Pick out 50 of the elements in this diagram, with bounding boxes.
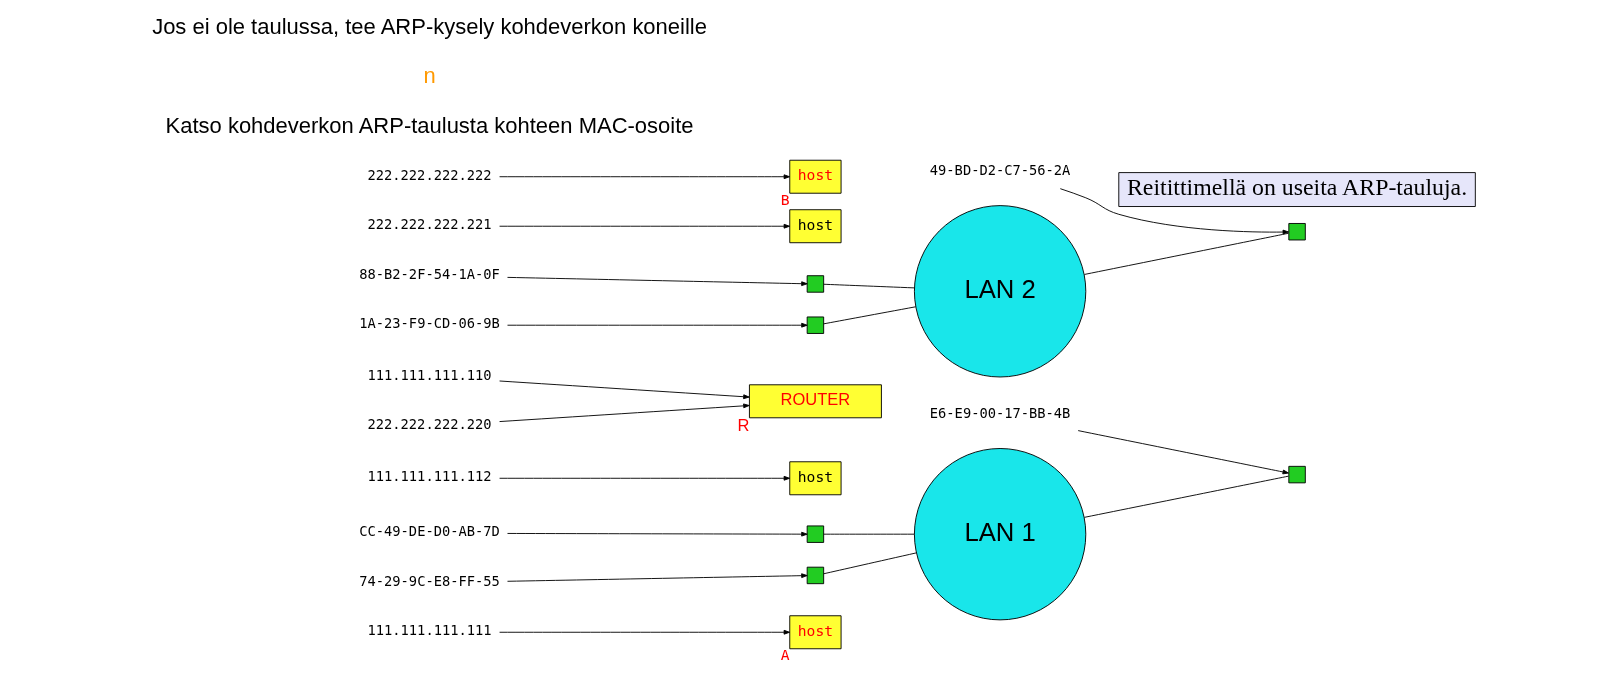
- node-label: B: [780, 190, 790, 208]
- node-text: 1A-23-F9-CD-06-9B: [359, 315, 500, 332]
- arrow: [507, 276, 808, 287]
- arrow: [499, 403, 750, 423]
- node-text: 222.222.222.221: [367, 216, 492, 233]
- arrow: [499, 174, 791, 180]
- node-box: [806, 525, 825, 543]
- node-box: host: [789, 159, 842, 194]
- arrow: [507, 573, 808, 582]
- label: Katso kohdeverkon ARP-taulusta kohteen MAC-osoite: [165, 112, 694, 138]
- connector: [1083, 232, 1289, 275]
- connector: [823, 306, 917, 325]
- node-text: 111.111.111.111: [367, 622, 492, 639]
- node-label: R: [737, 415, 750, 434]
- label: Jos ei ole taulussa, tee ARP-kysely kohdeverkon koneille: [152, 13, 707, 39]
- arrow: [507, 322, 808, 328]
- node-text: 222.222.222.222: [367, 166, 492, 183]
- arrow: [499, 380, 750, 400]
- node-box: host: [789, 615, 842, 650]
- label: n: [423, 63, 436, 89]
- node-text: 222.222.222.220: [367, 416, 492, 433]
- node-text: 111.111.111.110: [367, 366, 492, 383]
- node-box: host: [789, 461, 842, 496]
- node-text: 74-29-9C-E8-FF-55: [359, 572, 500, 589]
- connector: [1083, 475, 1289, 518]
- node-box: [806, 316, 825, 334]
- arrow: [1077, 430, 1289, 475]
- node-text: 111.111.111.112: [367, 468, 492, 485]
- node-circle: LAN 1: [913, 448, 1087, 621]
- node-box: [1288, 465, 1306, 484]
- node-circle: LAN 2: [913, 205, 1087, 378]
- node-label: A: [780, 646, 790, 664]
- node-text: 88-B2-2F-54-1A-0F: [359, 265, 500, 282]
- connector: [823, 283, 915, 289]
- node-box: ROUTER: [748, 384, 882, 419]
- node-box: [806, 275, 825, 293]
- arrow: [1059, 188, 1289, 235]
- arrow: [499, 629, 791, 635]
- node-box: host: [789, 209, 842, 244]
- connector: [823, 552, 917, 575]
- node-text: 49-BD-D2-C7-56-2A: [929, 162, 1071, 179]
- arrow: [499, 223, 791, 229]
- arrow: [499, 475, 791, 481]
- connector: [823, 533, 915, 535]
- node-text: E6-E9-00-17-BB-4B: [929, 405, 1071, 422]
- node-box: [806, 566, 825, 585]
- arrow: [507, 531, 808, 537]
- node-box: Reitittimellä on useita ARP-tauluja.: [1118, 172, 1476, 207]
- node-box: [1288, 223, 1306, 241]
- node-text: CC-49-DE-D0-AB-7D: [359, 523, 500, 540]
